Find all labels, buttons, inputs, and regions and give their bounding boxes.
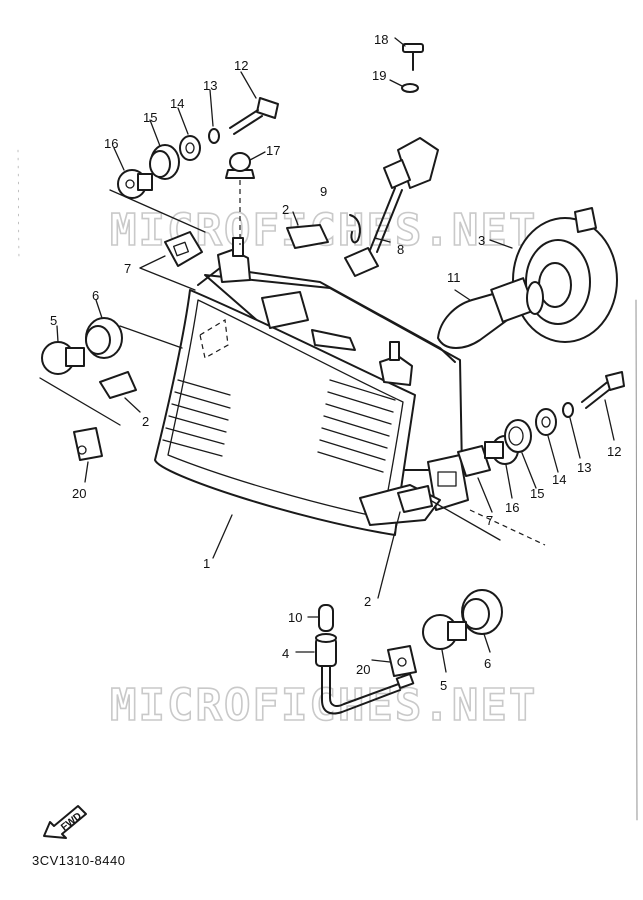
callout-labels: 18 19 12 13 14 15 16 17 9 2 3 8 7 11 6 5… — [50, 32, 621, 693]
part-16-collar-left — [113, 147, 153, 199]
callout-20-left: 20 — [72, 486, 86, 501]
part-18-screw — [394, 37, 424, 71]
part-11-headlight-bulb — [437, 277, 544, 349]
part-12-adjust-bolt-left — [229, 71, 279, 135]
part-20-nut-left — [73, 427, 103, 483]
part-5-collar-left-lower — [41, 325, 85, 375]
part-14-washer-left — [177, 107, 201, 161]
part-2-bracket-top — [286, 211, 329, 249]
part-15-damper-left — [149, 119, 180, 180]
callout-8: 8 — [397, 242, 404, 257]
callout-5-left: 5 — [50, 313, 57, 328]
callout-2-top: 2 — [282, 202, 289, 217]
callout-10: 10 — [288, 610, 302, 625]
callout-13-top: 13 — [203, 78, 217, 93]
callout-17: 17 — [266, 143, 280, 158]
callout-14-top: 14 — [170, 96, 184, 111]
part-14-washer-right — [535, 408, 559, 473]
part-2-bracket-bottom — [377, 485, 433, 599]
callout-16-top: 16 — [104, 136, 118, 151]
callout-12-right: 12 — [607, 444, 621, 459]
callout-3: 3 — [478, 233, 485, 248]
callout-7-left: 7 — [124, 261, 131, 276]
callout-13-right: 13 — [577, 460, 591, 475]
part-12-adjust-bolt-right — [581, 371, 625, 441]
part-6-damper-left-lower — [85, 299, 123, 359]
callout-15-top: 15 — [143, 110, 157, 125]
part-6-damper-right-lower — [461, 589, 503, 653]
callout-19: 19 — [372, 68, 386, 83]
callout-14-right: 14 — [552, 472, 566, 487]
part-13-washer-left — [208, 89, 220, 144]
part-8-wiring-lead — [344, 137, 439, 277]
callout-5-right: 5 — [440, 678, 447, 693]
callout-6-left: 6 — [92, 288, 99, 303]
callout-1: 1 — [203, 556, 210, 571]
callout-16-right: 16 — [505, 500, 519, 515]
part-20-nut-right — [371, 645, 417, 677]
part-17-grommet — [225, 151, 266, 245]
part-19-washer — [389, 79, 419, 93]
forward-direction-arrow: FWD — [43, 805, 87, 839]
part-4-bulb-socket — [295, 633, 415, 715]
part-7-grommet-right — [457, 445, 493, 513]
part-1-headlight-unit — [154, 237, 469, 559]
callout-20-right: 20 — [356, 662, 370, 677]
callout-9: 9 — [320, 184, 327, 199]
callout-18: 18 — [374, 32, 388, 47]
callout-12-top: 12 — [234, 58, 248, 73]
callout-2-left: 2 — [142, 414, 149, 429]
part-10-position-bulb — [307, 604, 334, 632]
callout-6-right: 6 — [484, 656, 491, 671]
part-15-damper-right — [504, 419, 537, 489]
part-9-clip — [349, 214, 361, 244]
callout-11: 11 — [447, 270, 461, 285]
callout-2-bottom: 2 — [364, 594, 371, 609]
callout-4: 4 — [282, 646, 289, 661]
part-7-grommet-left — [139, 231, 203, 269]
part-13-washer-right — [562, 402, 581, 459]
callout-15-right: 15 — [530, 486, 544, 501]
callout-7-right: 7 — [486, 513, 493, 528]
part-2-bracket-left — [99, 371, 141, 413]
part-5-collar-right-lower — [422, 614, 467, 673]
diagram-part-code: 3CV1310-8440 — [32, 853, 126, 868]
